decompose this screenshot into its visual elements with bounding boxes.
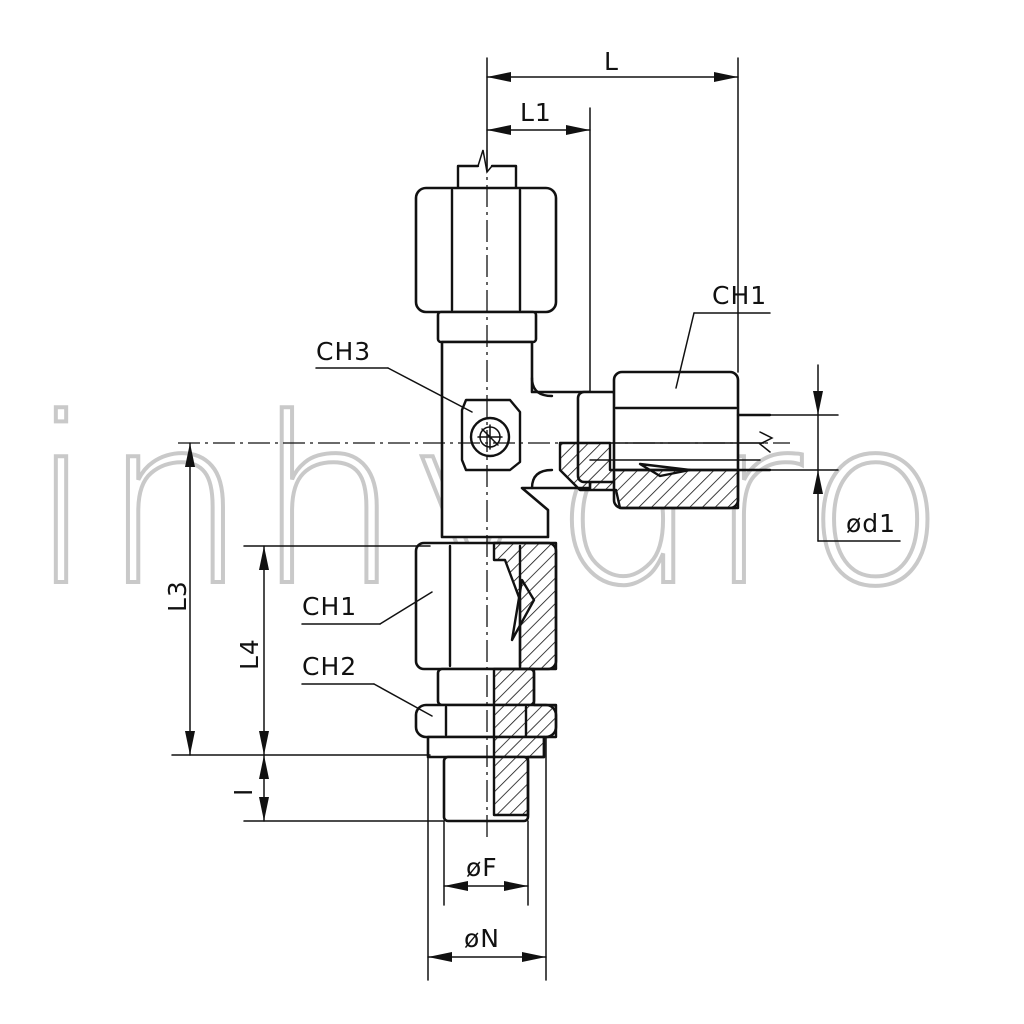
ch3-flat (460, 398, 522, 472)
label-L1: L1 (520, 98, 552, 127)
dim-I: I (229, 754, 445, 822)
tee-body (440, 340, 592, 539)
dim-F: øF (443, 820, 529, 906)
top-tube (456, 149, 518, 190)
label-I: I (229, 788, 258, 796)
label-ch1-bottom: CH1 (302, 592, 357, 621)
label-L4: L4 (235, 638, 264, 670)
dim-L1: L1 (486, 98, 591, 393)
bottom-nut (414, 541, 558, 671)
dim-N: øN (427, 736, 547, 981)
label-ch2: CH2 (302, 652, 357, 681)
bottom-body (414, 667, 558, 823)
label-ch3: CH3 (316, 337, 371, 366)
brand-logo-icon (469, 416, 511, 458)
label-L: L (604, 47, 619, 76)
label-F: øF (466, 853, 498, 882)
label-L3: L3 (163, 580, 192, 612)
dim-L: L (486, 47, 739, 373)
label-N: øN (464, 924, 500, 953)
leader-ch1-side: CH1 (675, 281, 771, 389)
leader-ch1-bottom: CH1 (301, 591, 433, 625)
dim-L4: L4 (235, 545, 431, 756)
leader-ch3: CH3 (315, 337, 473, 413)
label-ch1-side: CH1 (712, 281, 767, 310)
top-nut (414, 186, 558, 314)
dim-d1: ød1 (759, 364, 901, 542)
label-d1: ød1 (846, 509, 896, 538)
leader-ch2: CH2 (301, 652, 433, 717)
right-branch (558, 370, 774, 510)
dim-L3: L3 (163, 442, 431, 756)
